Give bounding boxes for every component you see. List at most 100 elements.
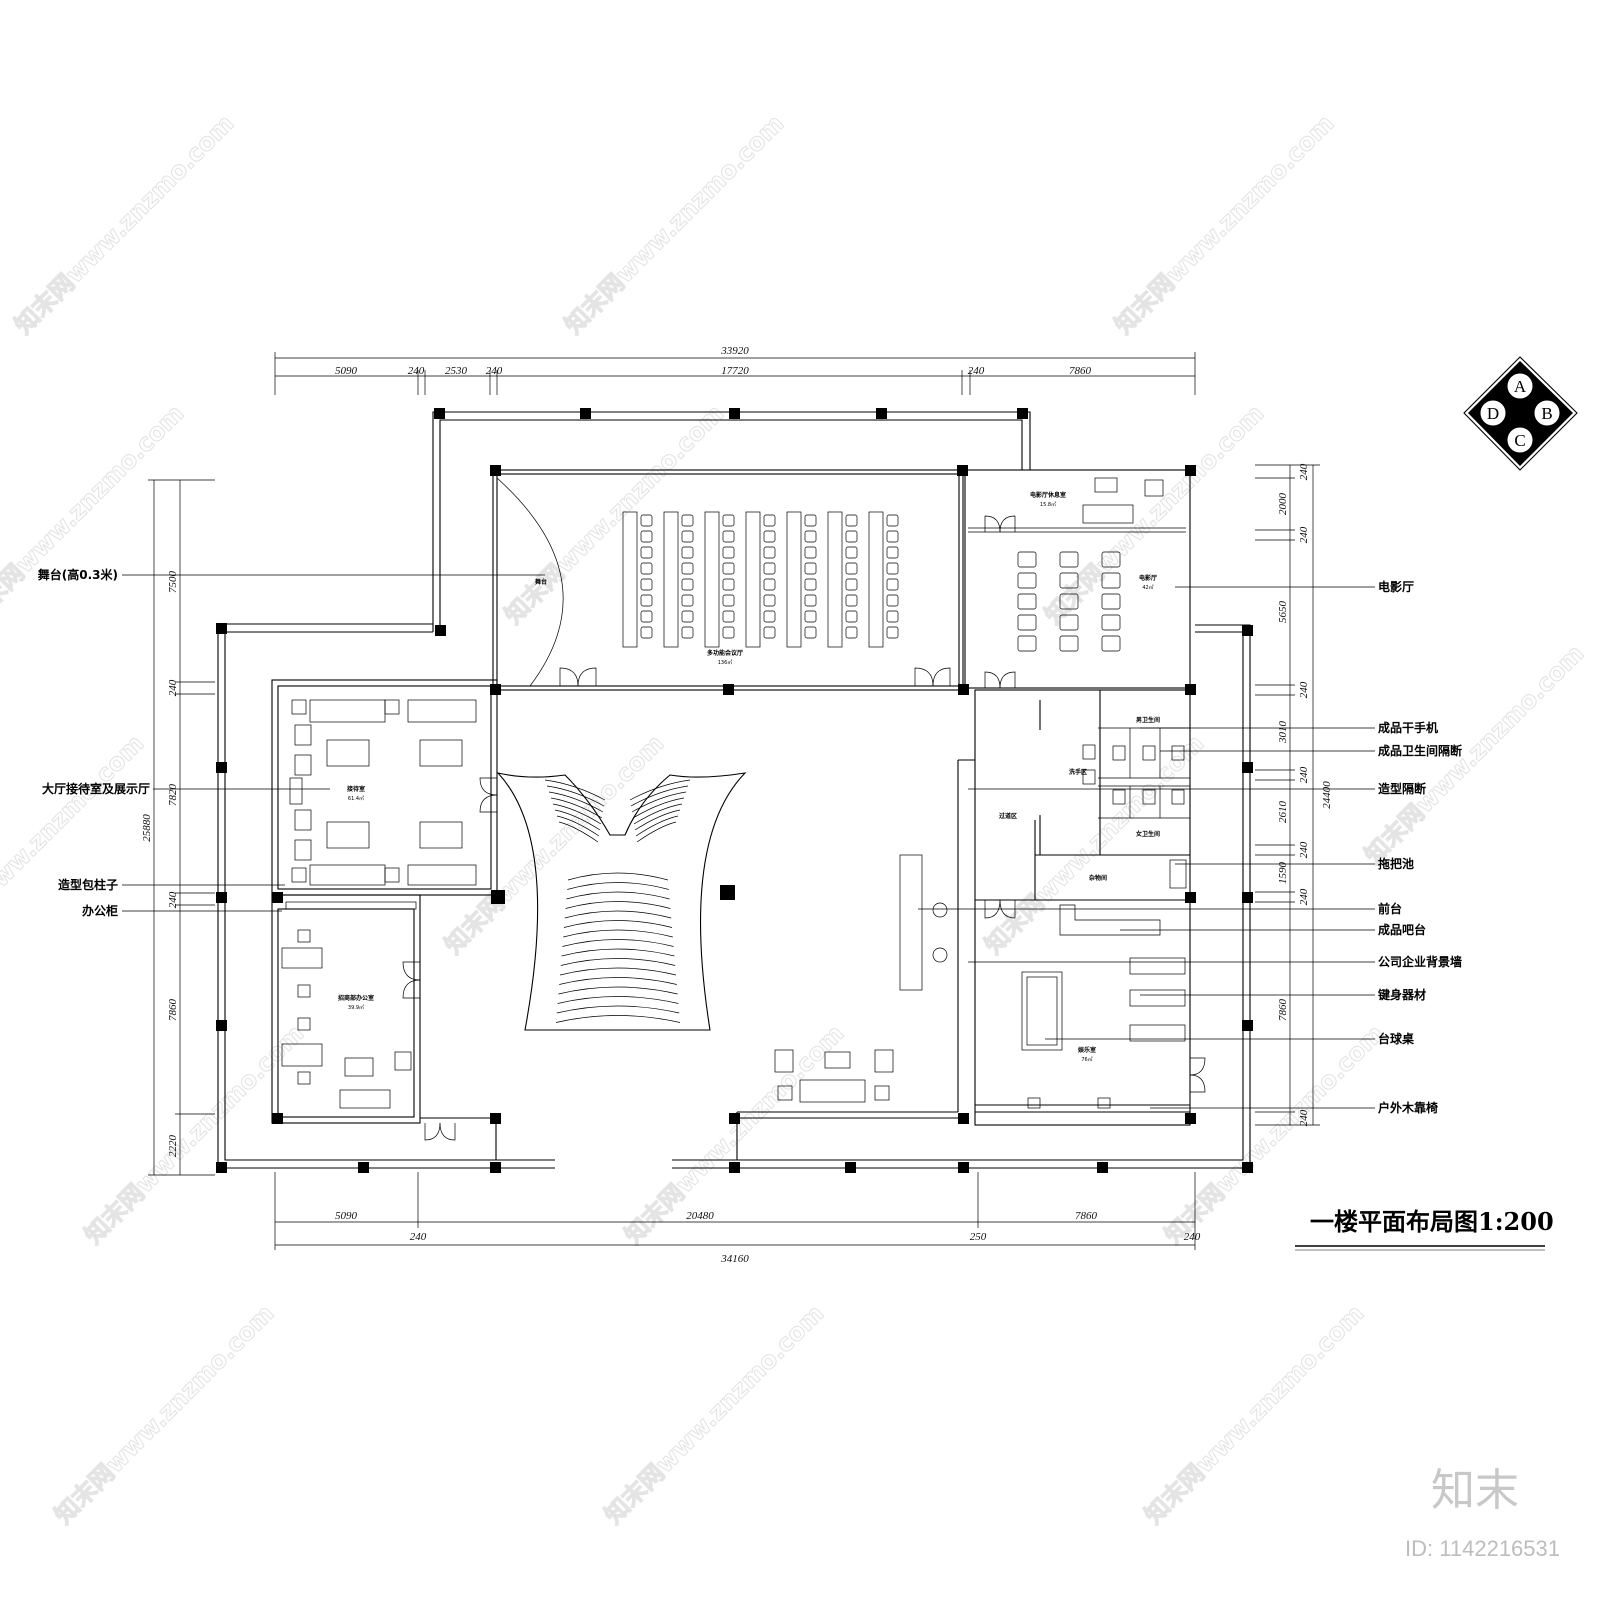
meeting-chair [763, 626, 776, 639]
watermark-text: 知末网www.znzmo.com [1139, 1299, 1369, 1529]
dim-right-seg: 240 [1298, 681, 1310, 698]
stair-tread [634, 809, 681, 831]
meeting-chair [804, 530, 817, 543]
cinema-seat [1017, 593, 1037, 610]
room-male-wc: 男卫生间 [1136, 716, 1160, 724]
meeting-chair [845, 578, 858, 591]
room-meeting-area: 136㎡ [718, 659, 733, 666]
dim-right-seg: 240 [1298, 888, 1310, 905]
compass-letter-c: C [1514, 431, 1525, 450]
plan-title: 一楼平面布局图1:200 [1310, 1207, 1554, 1236]
cinema-seat [1017, 572, 1037, 589]
callout-cinema: 电影厅 [1378, 579, 1414, 594]
room-corridor: 过道区 [999, 812, 1017, 820]
watermark-text: 知末网www.znzmo.com [619, 1019, 849, 1249]
watermark-text: 知末网www.znzmo.com [559, 109, 789, 339]
cinema-seat [1059, 614, 1079, 631]
meeting-chair [722, 610, 735, 623]
room-reception: 接待室 [346, 785, 365, 793]
dim-left-total: 25880 [141, 814, 153, 842]
meeting-chair [804, 626, 817, 639]
stair-tread [563, 920, 673, 928]
room-meeting-hall: 多功能会议厅 [707, 649, 743, 657]
dim-right-seg: 240 [1298, 526, 1310, 543]
dim-top-seg: 5090 [335, 365, 358, 377]
room-female-wc: 女卫生间 [1136, 830, 1160, 838]
meeting-chair [886, 594, 899, 607]
meeting-chair [681, 562, 694, 575]
meeting-desk [868, 511, 884, 648]
dim-bottom-total: 34160 [720, 1253, 749, 1265]
dim-right-seg: 3010 [1277, 721, 1289, 745]
dim-right-seg: 240 [1298, 1109, 1310, 1126]
stair-tread [633, 803, 683, 825]
room-entertainment-area: 76㎡ [1081, 1056, 1092, 1063]
meeting-chair [804, 578, 817, 591]
cinema-seat [1101, 551, 1121, 568]
meeting-chair [804, 546, 817, 559]
meeting-chair [722, 546, 735, 559]
watermark-text: 知末网www.znzmo.com [1039, 399, 1269, 629]
cinema-seat [1017, 614, 1037, 631]
meeting-chair [886, 626, 899, 639]
watermark-text: 知末网www.znzmo.com [1109, 109, 1339, 339]
watermark-text: 知末网www.znzmo.com [0, 399, 189, 629]
meeting-chair [681, 594, 694, 607]
room-labels: 舞台 多功能会议厅 136㎡ 电影厅休息室 15.8㎡ 电影厅 42㎡ 接待室 … [338, 491, 1160, 1063]
dim-top-seg: 7860 [1069, 365, 1092, 377]
room-stage: 舞台 [535, 578, 547, 586]
meeting-desk [622, 511, 638, 648]
meeting-chair [763, 562, 776, 575]
dim-top-seg: 240 [968, 365, 985, 377]
toilet-partitions [1098, 727, 1190, 819]
brand-mark: 知末 ID: 1142216531 [1405, 1465, 1560, 1561]
watermark-text: 知末网www.znzmo.com [599, 1299, 829, 1529]
meeting-desk [663, 511, 679, 648]
cinema-seat [1059, 593, 1079, 610]
stair-tread [544, 779, 606, 801]
callout-feature-wall: 公司企业背景墙 [1378, 954, 1462, 969]
meeting-chair [886, 514, 899, 527]
furniture [281, 477, 1187, 1109]
staircase [496, 772, 747, 1031]
dim-bottom-seg: 7860 [1075, 1210, 1098, 1222]
meeting-chair [640, 578, 653, 591]
stair-tread [556, 1005, 680, 1014]
meeting-chair [640, 594, 653, 607]
dim-left-seg: 7860 [167, 999, 179, 1022]
meeting-chair [804, 514, 817, 527]
compass-letter-d: D [1487, 404, 1499, 423]
cinema-seat [1101, 572, 1121, 589]
meeting-desk [704, 511, 720, 648]
callout-gym-equipment: 键身器材 [1377, 987, 1426, 1002]
meeting-chair [845, 610, 858, 623]
meeting-chair [845, 626, 858, 639]
callout-outdoor-bench: 户外木靠椅 [1378, 1100, 1438, 1115]
meeting-chair [845, 514, 858, 527]
room-entertainment: 娱乐室 [1078, 1046, 1096, 1054]
room-wash: 洗手区 [1069, 768, 1087, 776]
cinema-seat [1101, 593, 1121, 610]
stair-tread [555, 1015, 681, 1023]
callout-leaders [122, 574, 1375, 1109]
dim-right-seg: 7860 [1277, 999, 1289, 1022]
dim-bottom-thin: 250 [970, 1231, 987, 1243]
stair-tread [561, 948, 675, 957]
dim-bottom-thin: 240 [410, 1231, 427, 1243]
dim-left-seg: 240 [167, 891, 179, 908]
cinema-seat [1101, 635, 1121, 652]
dim-bottom-thin: 240 [1184, 1231, 1201, 1243]
meeting-chair [845, 594, 858, 607]
dim-right-seg: 240 [1298, 766, 1310, 783]
dim-bottom-seg: 5090 [335, 1210, 358, 1222]
stair-tread [558, 821, 599, 843]
stair-tread [631, 791, 687, 813]
meeting-chair [845, 530, 858, 543]
dim-left-seg: 240 [167, 679, 179, 696]
cinema-seat [1059, 572, 1079, 589]
cinema-seat [1059, 551, 1079, 568]
dim-right-total: 24400 [1321, 781, 1333, 809]
meeting-chair [640, 514, 653, 527]
callout-feature-partition: 造型隔断 [1378, 781, 1426, 796]
stair-tread [557, 996, 679, 1004]
